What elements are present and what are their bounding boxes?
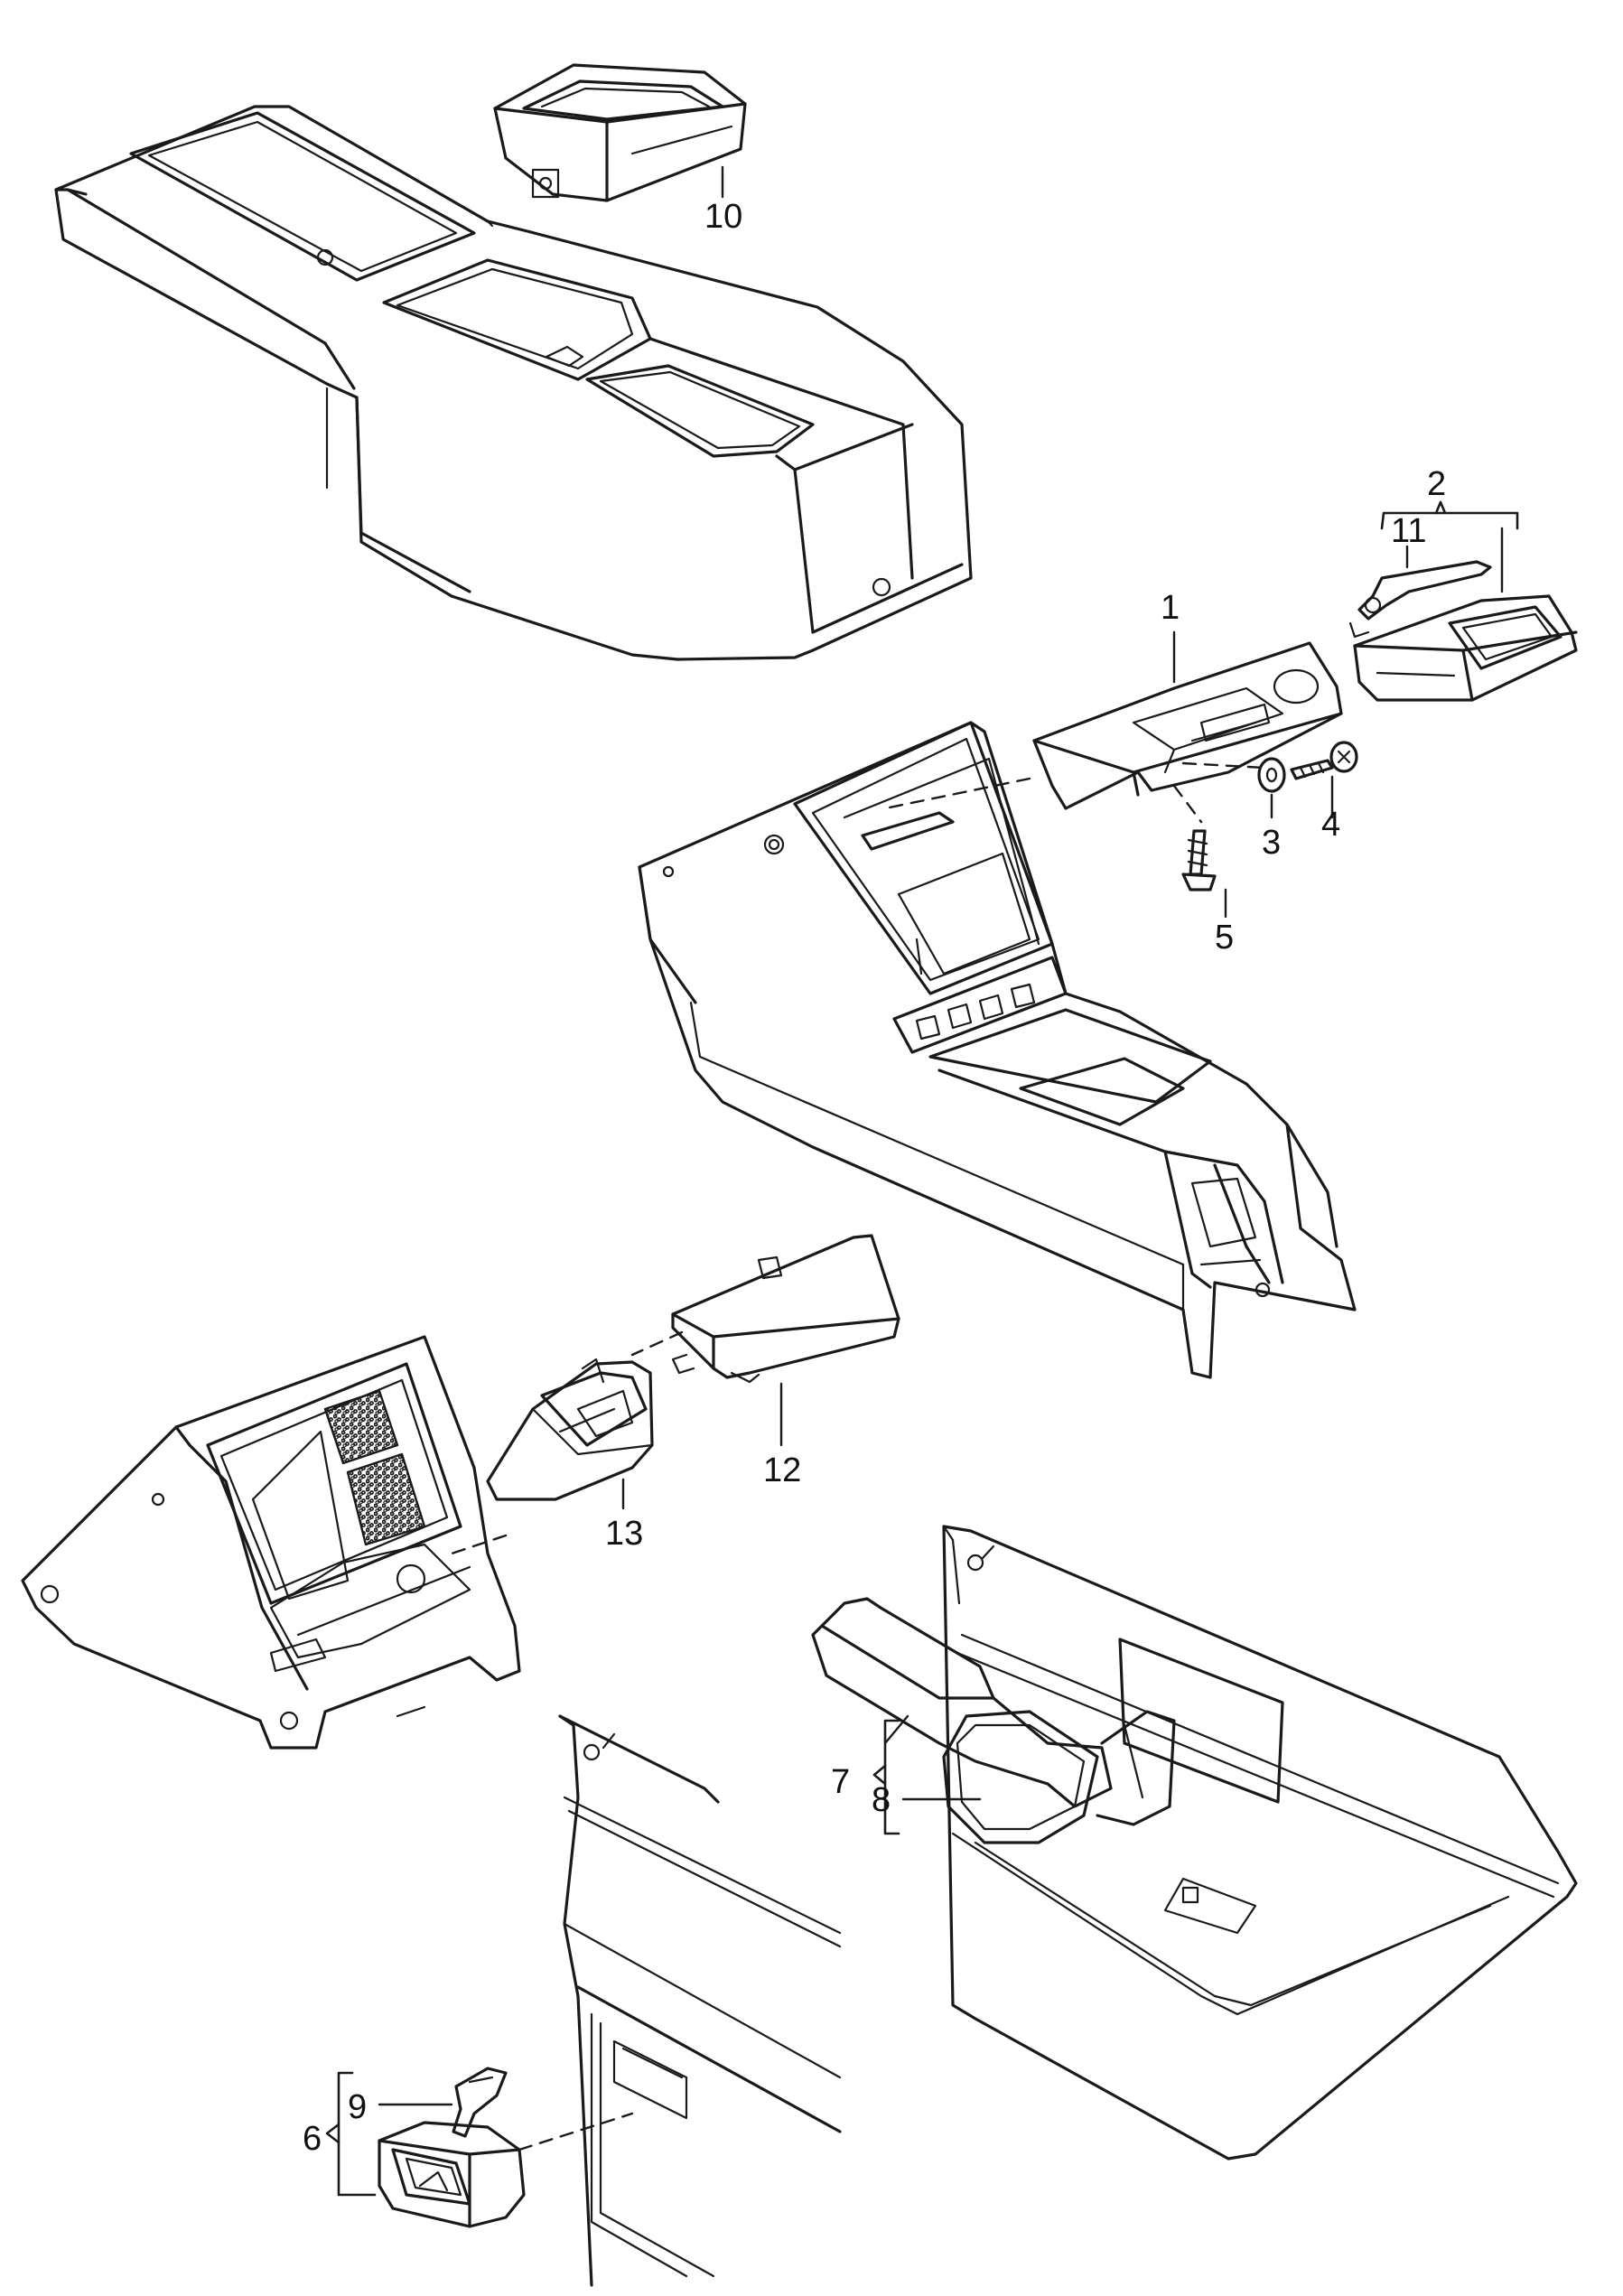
assembly-line-5 bbox=[1172, 784, 1203, 824]
clip-part-9 bbox=[452, 2067, 508, 2138]
ashtray-part-1 bbox=[1032, 641, 1343, 810]
callout-label-10: 10 bbox=[704, 198, 742, 236]
bracket-2-tip bbox=[1434, 500, 1447, 515]
callout-label-8: 8 bbox=[872, 1781, 891, 1819]
clip-part-11 bbox=[1348, 560, 1492, 639]
dashboard-center-console bbox=[638, 721, 1357, 1379]
callout-label-6: 6 bbox=[303, 2120, 322, 2158]
assembly-line-3 bbox=[1181, 761, 1266, 770]
callout-label-11: 11 bbox=[1391, 512, 1426, 550]
bracket-2 bbox=[1380, 511, 1519, 530]
ashtray-insert-part-13 bbox=[486, 1358, 654, 1501]
assembly-line-13 bbox=[450, 1534, 508, 1555]
callout-label-7: 7 bbox=[831, 1763, 850, 1801]
door-panel-right bbox=[942, 1525, 1578, 2161]
brace-7 bbox=[883, 1719, 900, 1835]
callout-label-12: 12 bbox=[763, 1451, 801, 1489]
callout-label-13: 13 bbox=[605, 1515, 643, 1553]
callout-label-2: 2 bbox=[1427, 465, 1446, 503]
tray-part-10 bbox=[493, 63, 747, 202]
callout-label-5: 5 bbox=[1215, 919, 1234, 957]
callout-label-9: 9 bbox=[348, 2088, 367, 2126]
brace-7-tip bbox=[872, 1764, 887, 1786]
washer-part-3 bbox=[1257, 757, 1286, 793]
assembly-line-12 bbox=[630, 1330, 684, 1357]
leader-line-7 bbox=[883, 1714, 909, 1745]
screw-part-4 bbox=[1290, 741, 1358, 780]
door-panel-left bbox=[558, 1714, 842, 2287]
callout-label-3: 3 bbox=[1262, 824, 1281, 862]
assembly-line-6 bbox=[518, 2112, 634, 2151]
callout-label-4: 4 bbox=[1321, 806, 1340, 844]
brace-6-tip bbox=[325, 2123, 340, 2144]
left-console-housing bbox=[21, 1335, 521, 1750]
armrest-part-8 bbox=[811, 1597, 1176, 1844]
screw-part-5 bbox=[1181, 829, 1217, 891]
brace-6 bbox=[337, 2071, 377, 2197]
assembly-line-1 bbox=[883, 777, 1031, 810]
callout-label-1: 1 bbox=[1161, 589, 1180, 627]
ashtray-drawer-part-12 bbox=[671, 1234, 900, 1384]
ashtray-cover-part-2 bbox=[1353, 594, 1578, 702]
ashtray-part-6 bbox=[378, 2121, 526, 2228]
long-center-console bbox=[54, 105, 973, 661]
